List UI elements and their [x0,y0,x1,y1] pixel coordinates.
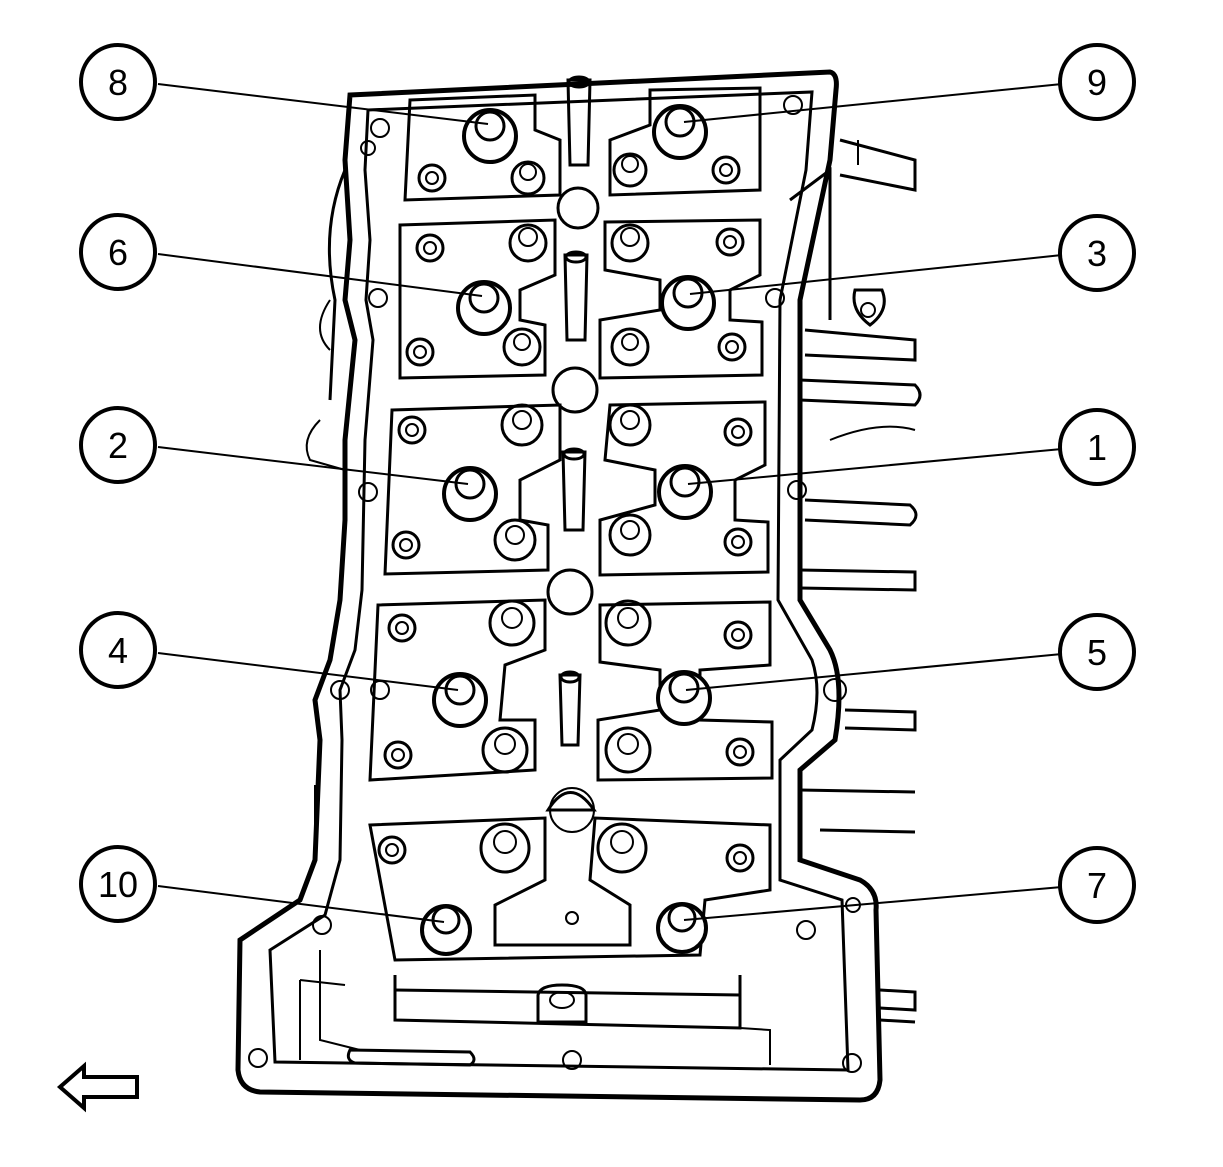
svg-text:8: 8 [108,62,128,103]
head-bolt-6 [456,280,512,336]
cap-bolts [377,152,755,874]
head-bolt-9 [652,104,708,160]
callout-9: 9 [1058,43,1136,121]
callout-5: 5 [1058,613,1136,691]
head-bolt-3 [660,275,716,331]
edge-holes [248,95,862,1073]
head-bolts [420,104,716,956]
callout-1: 1 [1058,408,1136,486]
callouts: 8 9 6 3 2 1 4 5 10 7 [79,43,1136,924]
head-bolt-7 [656,902,708,954]
callout-7: 7 [1058,846,1136,924]
callout-6: 6 [79,213,157,291]
svg-text:4: 4 [108,630,128,671]
svg-text:6: 6 [108,232,128,273]
arrow-left-icon [56,1061,139,1113]
svg-text:1: 1 [1087,427,1107,468]
svg-text:3: 3 [1087,233,1107,274]
svg-text:5: 5 [1087,632,1107,673]
svg-text:2: 2 [108,425,128,466]
callout-10: 10 [79,845,157,923]
svg-text:9: 9 [1087,62,1107,103]
leader-lines [157,83,1063,923]
head-bolt-1 [657,464,713,520]
head-bolt-8 [462,108,518,164]
head-bolt-2 [442,466,498,522]
head-bolt-5 [656,670,712,726]
callout-2: 2 [79,406,157,484]
callout-8: 8 [79,43,157,121]
callout-3: 3 [1058,214,1136,292]
head-bolt-4 [432,672,488,728]
callout-4: 4 [79,611,157,689]
head-bolt-10 [420,904,472,956]
svg-text:10: 10 [98,864,138,905]
svg-text:7: 7 [1087,865,1107,906]
cylinder-head-body [235,69,922,1103]
